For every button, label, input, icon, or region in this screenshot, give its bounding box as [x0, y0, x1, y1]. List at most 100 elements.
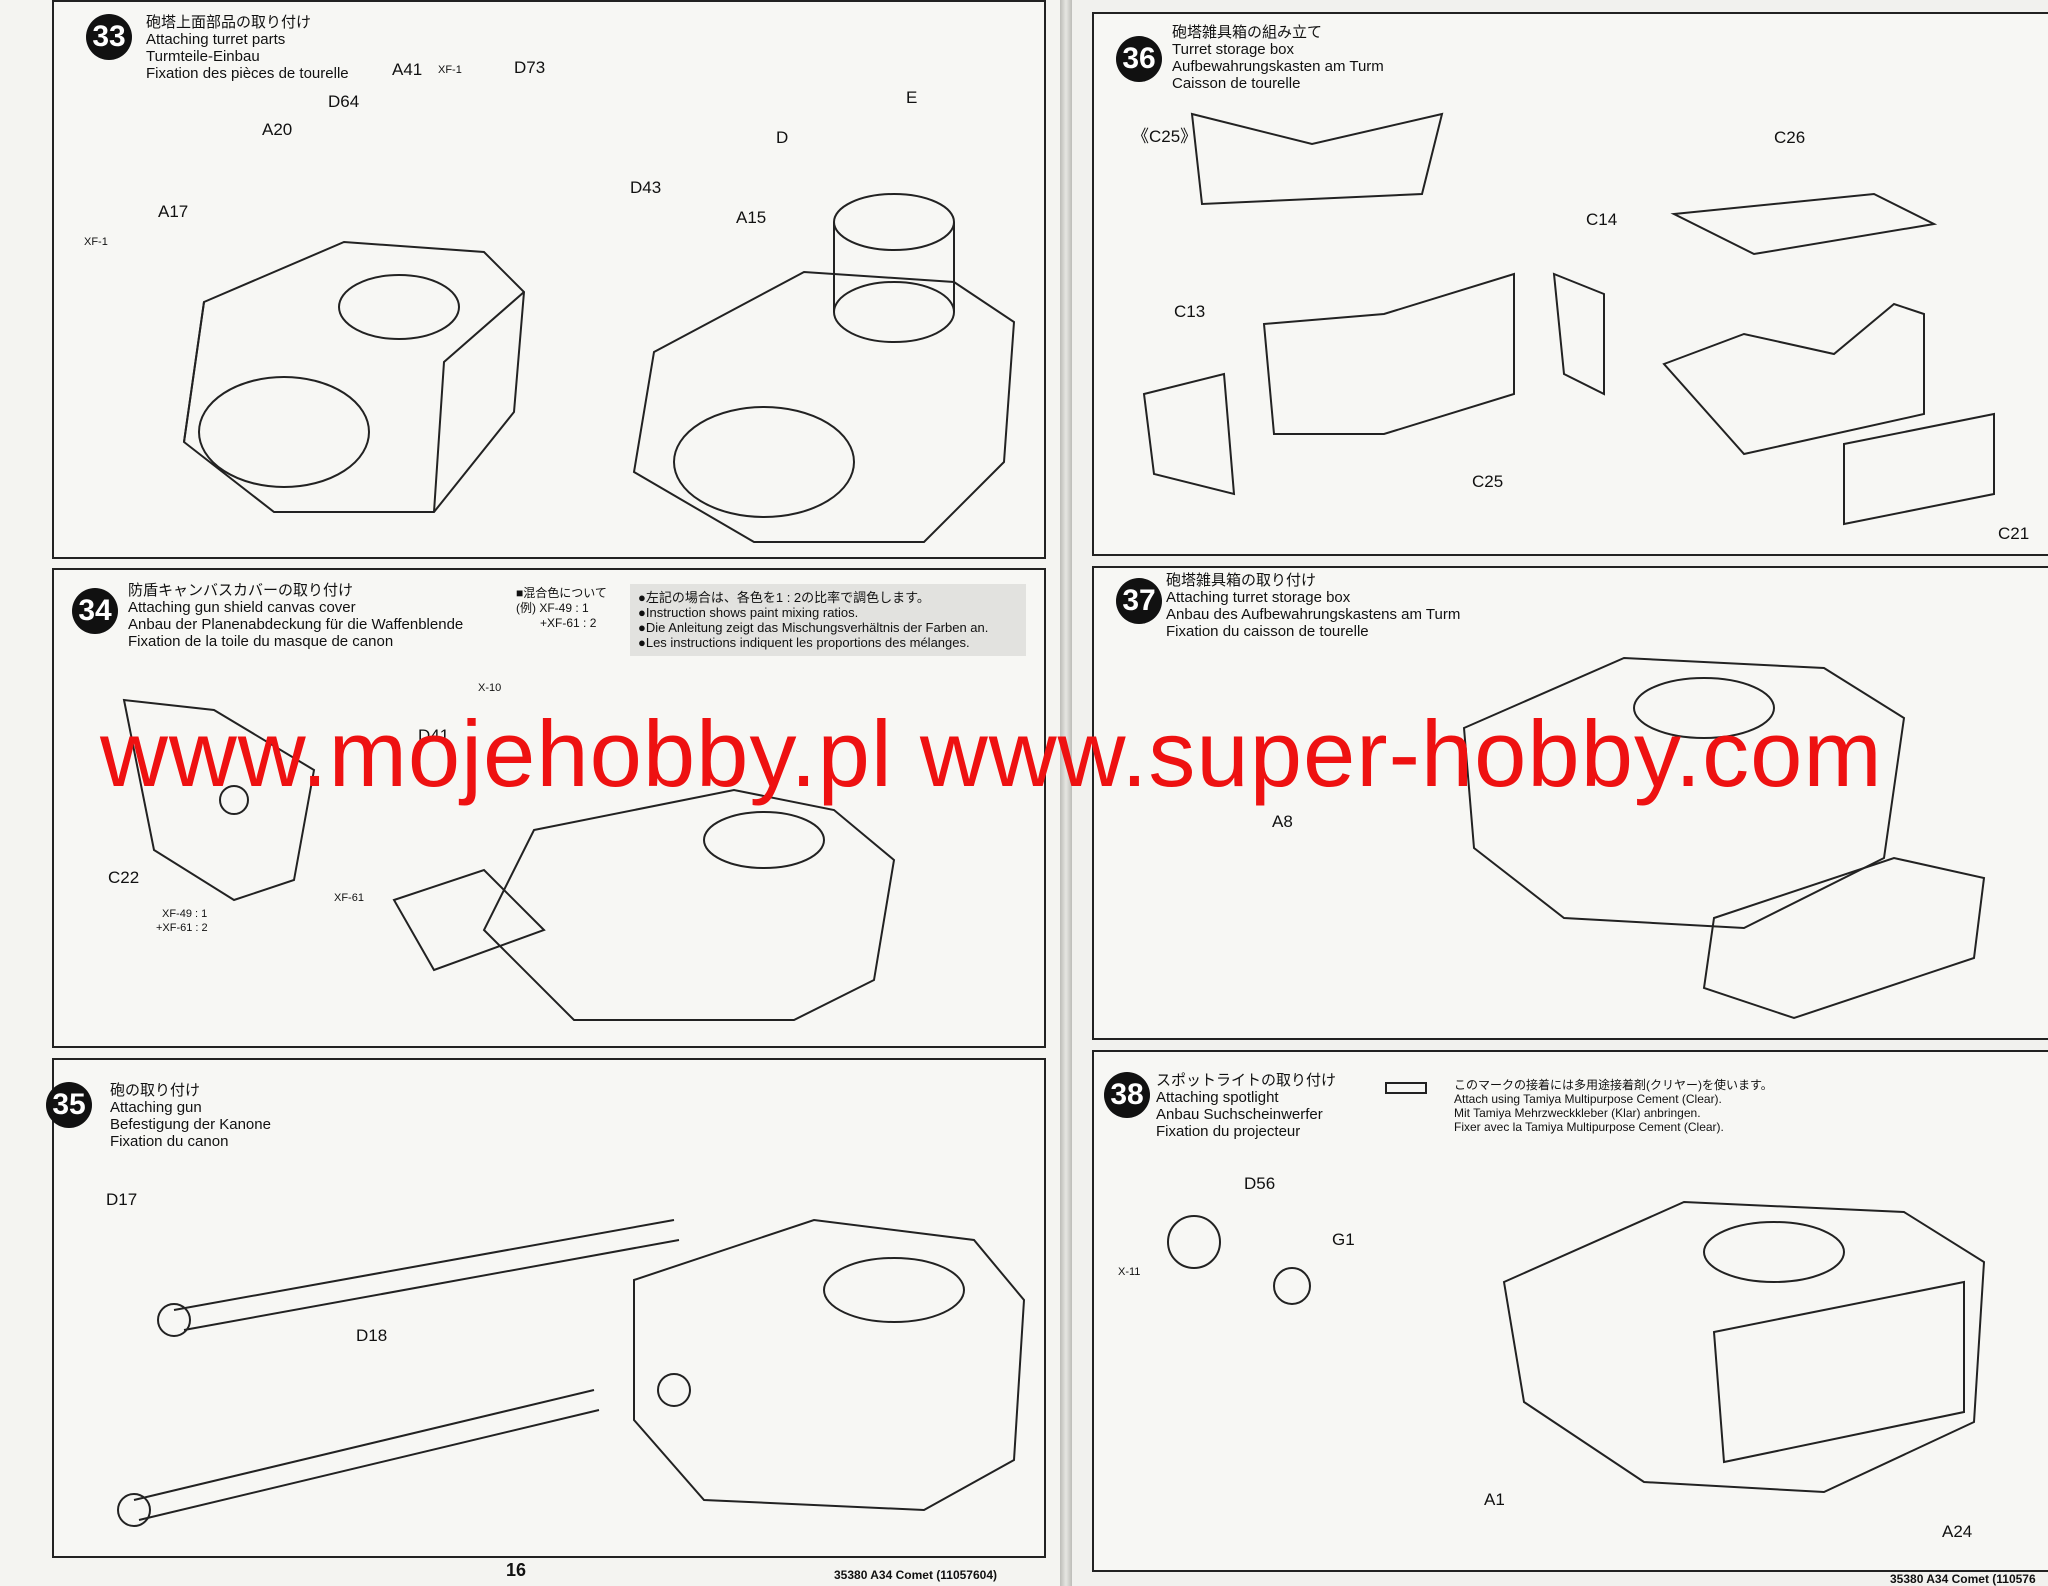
mix-ratio-line-1: (例) XF-49 : 1: [516, 601, 589, 615]
cement-note-de: Mit Tamiya Mehrzweckkleber (Klar) anbrin…: [1454, 1106, 1701, 1120]
label-d18: D18: [356, 1326, 388, 1345]
step-38-title-en: Attaching spotlight: [1156, 1089, 1279, 1106]
step-38-title-ja: スポットライトの取り付け: [1156, 1072, 1337, 1089]
step-33-title-fr: Fixation des pièces de tourelle: [146, 65, 349, 82]
label-xf1-left: XF-1: [84, 236, 108, 248]
label-c22: C22: [108, 868, 140, 887]
label-d43: D43: [630, 178, 662, 197]
label-a24: A24: [1942, 1522, 1973, 1541]
step-36-titles: 砲塔雑具箱の組み立て Turret storage box Aufbewahru…: [1172, 24, 1384, 92]
turret-drawing-37: [1462, 656, 1906, 930]
watermark-text: www.mojehobby.pl www.super-hobby.com: [100, 701, 1883, 806]
step-33-title-de: Turmteile-Einbau: [146, 48, 260, 65]
label-a15: A15: [736, 208, 767, 227]
label-a20: A20: [262, 120, 293, 139]
step-37-panel: 37 砲塔雑具箱の取り付け Attaching turret storage b…: [1092, 566, 2048, 1040]
step-35-badge: 35: [46, 1082, 92, 1128]
step-35-panel: 35 砲の取り付け Attaching gun Befestigung der …: [46, 1058, 1046, 1558]
step-36-title-fr: Caisson de tourelle: [1172, 75, 1301, 92]
step-38-title-de: Anbau Suchscheinwerfer: [1156, 1106, 1323, 1123]
paint-note-fr: ●Les instructions indiquent les proporti…: [638, 635, 970, 650]
label-x10: X-10: [478, 682, 502, 694]
mix-ratio-line-2: +XF-61 : 2: [540, 616, 597, 630]
step-34-badge: 34: [72, 588, 118, 634]
cement-note-fr: Fixer avec la Tamiya Multipurpose Cement…: [1454, 1120, 1724, 1134]
label-c14: C14: [1586, 210, 1618, 229]
step-35-title-en: Attaching gun: [110, 1099, 202, 1116]
step-36-title-ja: 砲塔雑具箱の組み立て: [1172, 24, 1323, 41]
step-33-titles: 砲塔上面部品の取り付け Attaching turret parts Turmt…: [146, 14, 349, 82]
paint-note-ja: ●左記の場合は、各色を1 : 2の比率で調色します。: [638, 590, 930, 605]
label-a8: A8: [1272, 812, 1293, 831]
binding-gutter: [1060, 0, 1072, 1586]
label-d: D: [776, 128, 789, 147]
label-d41: D41: [418, 726, 450, 745]
paint-note-de: ●Die Anleitung zeigt das Mischungsverhäl…: [638, 620, 989, 635]
step-34-titles: 防盾キャンバスカバーの取り付け Attaching gun shield can…: [128, 582, 463, 650]
spotlight-drawing: [1167, 1215, 1311, 1305]
step-38-titles: スポットライトの取り付け Attaching spotlight Anbau S…: [1156, 1072, 1336, 1140]
step-37-title-de: Anbau des Aufbewahrungskastens am Turm: [1166, 606, 1461, 623]
cement-note-ja: このマークの接着には多用途接着剤(クリヤー)を使います。: [1454, 1078, 1773, 1092]
step-34-title-ja: 防盾キャンバスカバーの取り付け: [128, 582, 354, 599]
step-33-panel: 33 砲塔上面部品の取り付け Attaching turret parts Tu…: [52, 0, 1046, 559]
paint-note-en: ●Instruction shows paint mixing ratios.: [638, 605, 859, 620]
mix-ratio-block: ■混合色について (例) XF-49 : 1 +XF-61 : 2: [516, 586, 607, 631]
step-37-titles: 砲塔雑具箱の取り付け Attaching turret storage box …: [1166, 572, 1460, 640]
label-e: E: [906, 88, 918, 107]
cement-note: このマークの接着には多用途接着剤(クリヤー)を使います。 Attach usin…: [1454, 1078, 1773, 1134]
page-number-16: 16: [506, 1560, 527, 1580]
step-37-title-en: Attaching turret storage box: [1166, 589, 1351, 606]
turret-drawing-38: [1502, 1200, 1986, 1494]
c25-flat-part: [1190, 112, 1444, 206]
label-d56: D56: [1244, 1174, 1276, 1193]
step-36-panel: 36 砲塔雑具箱の組み立て Turret storage box Aufbewa…: [1092, 12, 2048, 556]
step-33-title-ja: 砲塔上面部品の取り付け: [146, 14, 312, 31]
step-34-panel: 34 防盾キャンバスカバーの取り付け Attaching gun shield …: [52, 568, 1046, 1048]
label-d17: D17: [106, 1190, 138, 1209]
left-page: 33 砲塔上面部品の取り付け Attaching turret parts Tu…: [0, 0, 1060, 1586]
step-33-badge: 33: [86, 14, 132, 60]
step-36-badge: 36: [1116, 36, 1162, 82]
label-c25-ref: 《C25》: [1132, 127, 1198, 146]
step-35-title-ja: 砲の取り付け: [110, 1082, 201, 1099]
right-footer: 35380 A34 Comet (110576: [1890, 1572, 2036, 1586]
label-mix-xf49: XF-49 : 1: [162, 908, 208, 920]
turret-drawing-34: [392, 788, 896, 1021]
step-37-badge: 37: [1116, 578, 1162, 624]
step-37-title-ja: 砲塔雑具箱の取り付け: [1166, 572, 1317, 589]
mix-ratio-title: ■混合色について: [516, 586, 607, 600]
label-c21: C21: [1998, 524, 2030, 543]
step-35-title-fr: Fixation du canon: [110, 1133, 229, 1150]
step-38-panel: 38 スポットライトの取り付け Attaching spotlight Anba…: [1092, 1050, 2048, 1572]
label-mix-xf61: +XF-61 : 2: [156, 922, 208, 934]
cement-note-en: Attach using Tamiya Multipurpose Cement …: [1454, 1092, 1722, 1106]
step-34-title-en: Attaching gun shield canvas cover: [128, 599, 356, 616]
step-34-title-fr: Fixation de la toile du masque de canon: [128, 633, 394, 650]
step-38-badge: 38: [1104, 1072, 1150, 1118]
step-33-title-en: Attaching turret parts: [146, 31, 286, 48]
label-c25: C25: [1472, 472, 1504, 491]
right-page: 36 砲塔雑具箱の組み立て Turret storage box Aufbewa…: [1072, 0, 2048, 1586]
label-x11: X-11: [1118, 1266, 1141, 1278]
label-d64: D64: [328, 92, 360, 111]
label-g1: G1: [1332, 1230, 1355, 1249]
turret-drawing-33-left: [182, 240, 526, 513]
label-xf61: XF-61: [334, 892, 364, 904]
label-a41: A41: [392, 60, 423, 79]
label-d73: D73: [514, 58, 546, 77]
label-xf1-top: XF-1: [438, 64, 462, 76]
step-38-title-fr: Fixation du projecteur: [1156, 1123, 1301, 1140]
turret-drawing-35: [633, 1218, 1026, 1512]
step-35-titles: 砲の取り付け Attaching gun Befestigung der Kan…: [110, 1082, 271, 1150]
canvas-cover-drawing: [122, 698, 316, 902]
storage-box-assembled: [1662, 192, 1995, 526]
label-a17: A17: [158, 202, 189, 221]
gun-barrel-lower: [117, 1389, 600, 1527]
label-a1: A1: [1484, 1490, 1505, 1509]
paint-mix-note: ●左記の場合は、各色を1 : 2の比率で調色します。 ●Instruction …: [630, 584, 1026, 656]
label-c26: C26: [1774, 128, 1806, 147]
gun-barrel-upper: [157, 1219, 680, 1337]
step-34-title-de: Anbau der Planenabdeckung für die Waffen…: [128, 616, 464, 633]
step-36-title-de: Aufbewahrungskasten am Turm: [1172, 58, 1384, 75]
